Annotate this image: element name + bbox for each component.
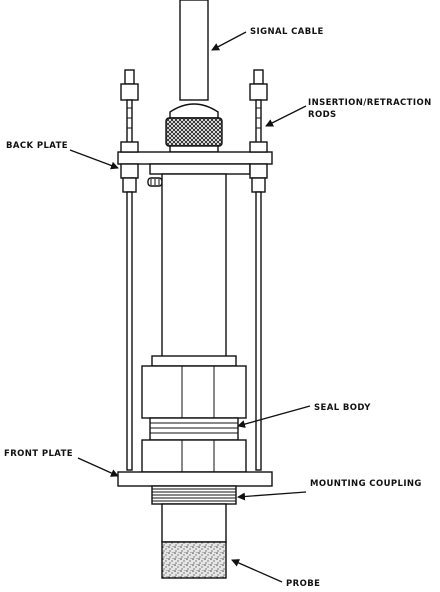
mounting-coupling <box>151 485 237 505</box>
signal-cable <box>179 0 209 101</box>
insertion-rods-label-line1: INSERTION/RETRACTION <box>308 98 432 108</box>
front-plate <box>117 471 273 487</box>
probe-label: PROBE <box>286 579 320 589</box>
signal-cable-label: SIGNAL CABLE <box>250 27 324 37</box>
seal-body-upper-nut <box>141 355 247 419</box>
right-insertion-rod <box>249 69 268 471</box>
insertion-rods-label-line2: RODS <box>308 110 337 120</box>
clamp-ring <box>147 177 163 187</box>
mounting-coupling-label: MOUNTING COUPLING <box>310 479 422 489</box>
cable-connector <box>165 103 223 153</box>
probe-shaft <box>161 173 227 367</box>
leader-arrows <box>69 31 311 583</box>
seal-body-lower-nut <box>141 439 247 473</box>
seal-body-label: SEAL BODY <box>314 403 371 413</box>
probe-tip <box>161 541 227 579</box>
back-plate <box>117 151 273 175</box>
seal-body <box>149 417 239 441</box>
front-plate-label: FRONT PLATE <box>4 449 73 459</box>
probe-stem <box>161 503 227 543</box>
left-insertion-rod <box>120 69 139 471</box>
back-plate-label: BACK PLATE <box>6 141 68 151</box>
